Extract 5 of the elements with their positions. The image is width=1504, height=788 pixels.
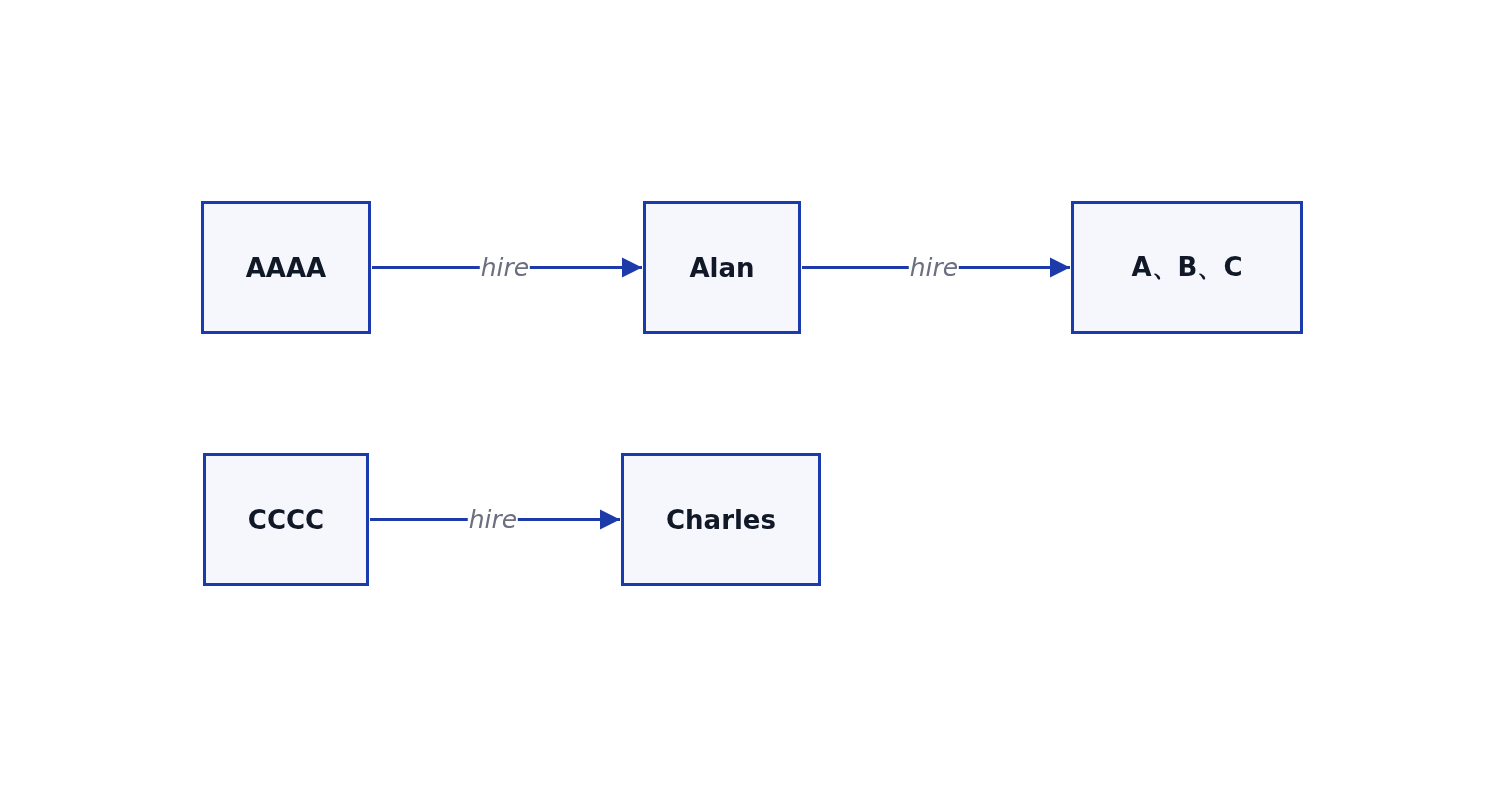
name-box: A、B、C — [1071, 201, 1303, 334]
name-box: Alan — [643, 201, 801, 334]
name-box: Charles — [621, 453, 821, 586]
name-box: CCCC — [203, 453, 369, 586]
name-box: AAAA — [201, 201, 371, 334]
